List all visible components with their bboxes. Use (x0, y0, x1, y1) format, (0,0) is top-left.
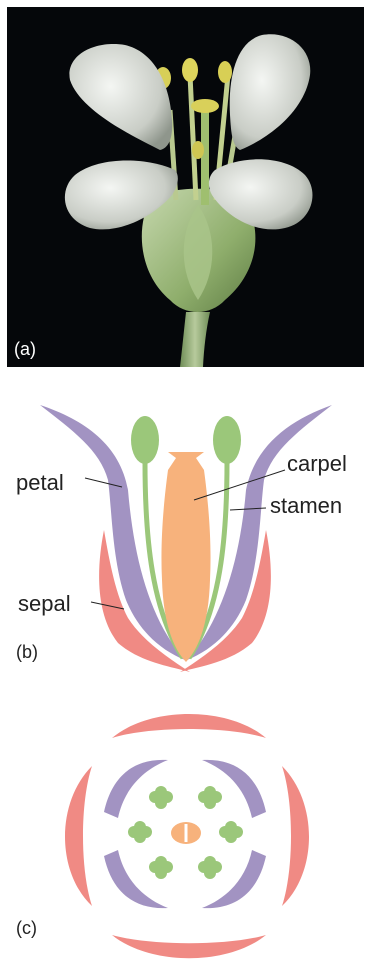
stamen-cross-top-right (198, 786, 222, 809)
stamen-cross-bottom-left (149, 856, 173, 879)
label-petal: petal (16, 470, 64, 495)
panel-b-diagram: petal carpel stamen sepal (b) (16, 405, 347, 672)
panel-c-floral-diagram: (c) (16, 714, 309, 958)
label-carpel: carpel (287, 451, 347, 476)
label-sepal: sepal (18, 591, 71, 616)
anther-left (131, 416, 159, 464)
sepal-arc-right (282, 766, 309, 906)
stamen-cross-bottom-right (198, 856, 222, 879)
panel-c-tag: (c) (16, 918, 37, 938)
anther-right (213, 416, 241, 464)
sepal-arc-top (112, 714, 266, 738)
panel-b-tag: (b) (16, 642, 38, 662)
stamen-cross-left (128, 821, 152, 843)
sepal-arc-left (65, 766, 92, 906)
panel-a-tag: (a) (14, 339, 36, 359)
label-stamen: stamen (270, 493, 342, 518)
panel-a-photo: (a) (7, 7, 364, 367)
sepal-arc-bottom (112, 935, 266, 958)
stamen-cross-right (219, 821, 243, 843)
stamen-cross-top-left (149, 786, 173, 809)
